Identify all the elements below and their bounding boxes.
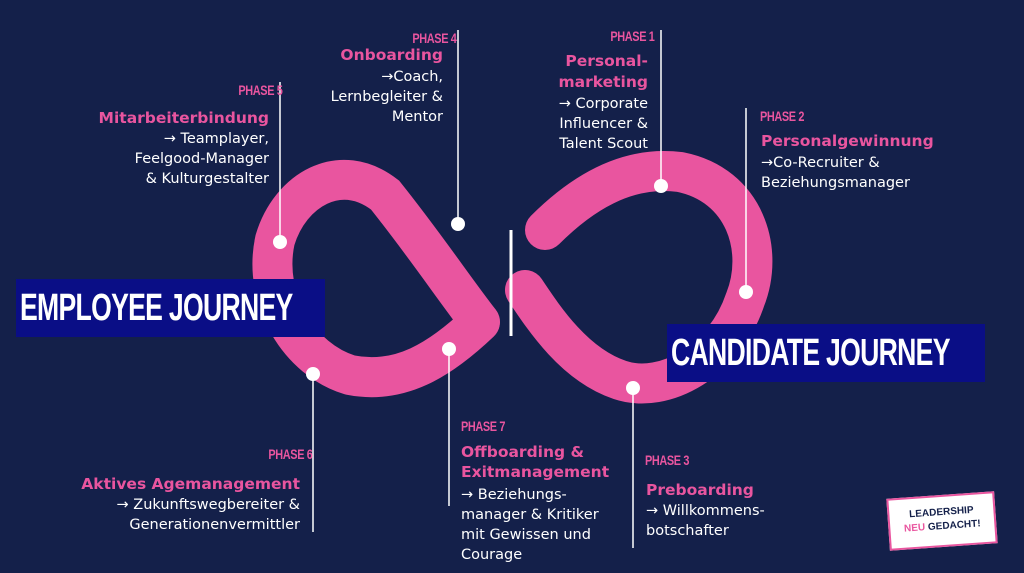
- phase-1-tag: PHASE 1: [610, 28, 655, 44]
- phase-3-tag: PHASE 3: [645, 452, 690, 468]
- phase-7-description: → Beziehungs- manager & Kritiker mit Gew…: [461, 487, 599, 563]
- logo-line-2a: NEU: [903, 522, 926, 535]
- phase-3-title: Preboarding: [646, 481, 754, 499]
- phase-7-title-line1: Offboarding &: [461, 443, 585, 461]
- phase-5-tag: PHASE 5: [238, 82, 283, 98]
- phase-4-tag: PHASE 4: [412, 30, 457, 46]
- phase-2-dot: [739, 285, 753, 299]
- phase-2-tag: PHASE 2: [760, 108, 805, 124]
- phase-1-title-line2: marketing: [558, 73, 648, 91]
- phase-2-description: →Co-Recruiter & Beziehungsmanager: [761, 155, 910, 191]
- phase-1-dot: [654, 179, 668, 193]
- phase-4-description: →Coach, Lernbegleiter & Mentor: [330, 69, 443, 125]
- candidate-journey-text: CANDIDATE JOURNEY: [671, 332, 950, 374]
- phase-6-tag: PHASE 6: [268, 446, 313, 462]
- phase-3-description: → Willkommens- botschafter: [646, 503, 765, 539]
- phase-3-dot: [626, 381, 640, 395]
- phase-2-title: Personalgewinnung: [761, 132, 934, 150]
- phase-1-description: → Corporate Influencer & Talent Scout: [558, 96, 648, 152]
- phase-4-dot: [451, 217, 465, 231]
- infinity-right-loop: [505, 151, 773, 404]
- candidate-journey-label: CANDIDATE JOURNEY: [667, 324, 985, 382]
- phase-7-tag: PHASE 7: [461, 418, 506, 434]
- logo-line-2b: GEDACHT!: [927, 518, 982, 533]
- employee-journey-text: EMPLOYEE JOURNEY: [20, 287, 293, 329]
- phase-6-dot: [306, 367, 320, 381]
- employee-journey-label: EMPLOYEE JOURNEY: [16, 279, 325, 337]
- phase-6-title: Aktives Agemanagement: [81, 475, 300, 493]
- phase-7-dot: [442, 342, 456, 356]
- phase-4-title: Onboarding: [340, 46, 443, 64]
- phase-5-description: → Teamplayer, Feelgood-Manager & Kulturg…: [134, 131, 269, 187]
- phase-7-title-line2: Exitmanagement: [461, 463, 610, 481]
- phase-1-title-line1: Personal-: [565, 52, 648, 70]
- phase-5-dot: [273, 235, 287, 249]
- phase-5-title: Mitarbeiterbindung: [98, 109, 269, 127]
- phase-6-description: → Zukunftswegbereiter & Generationenverm…: [116, 497, 301, 533]
- leadership-logo: LEADERSHIP NEU GEDACHT!: [886, 491, 998, 551]
